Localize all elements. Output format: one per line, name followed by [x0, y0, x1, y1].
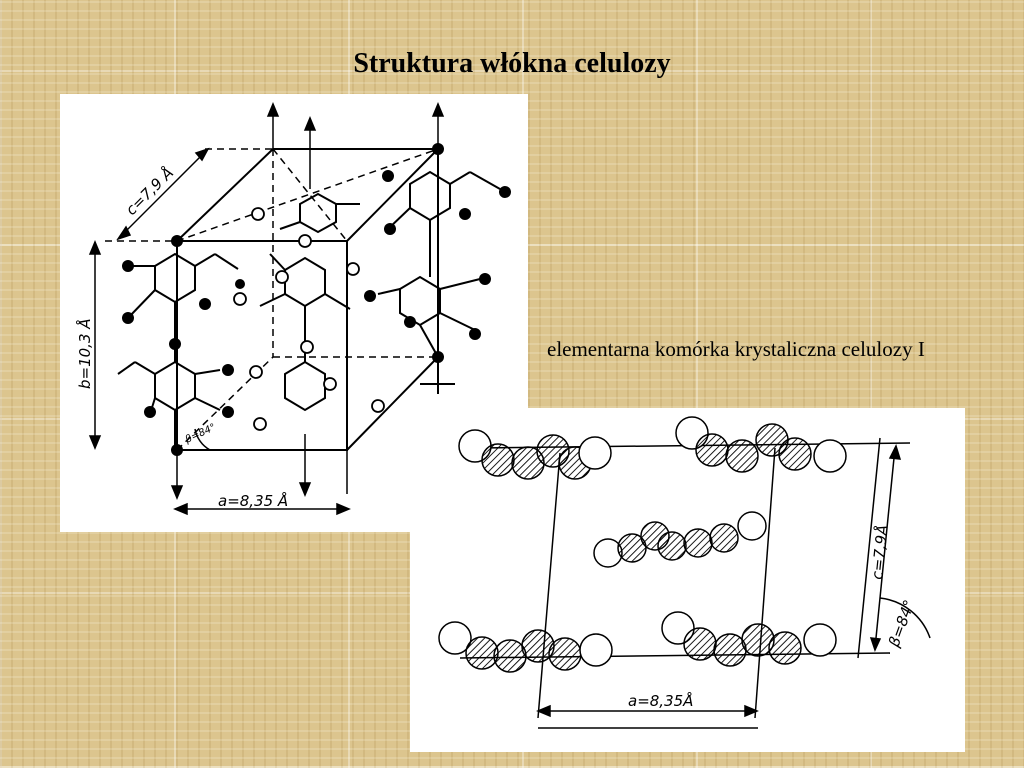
chain-center	[593, 511, 767, 568]
chain-top-right	[675, 416, 847, 473]
chain-top-left	[458, 429, 612, 480]
projection-dimension-a-label: a=8,35Å	[628, 691, 693, 710]
unit-cell-diagram: c=7,9 Å b=10,3 Å a=8,35 Å β=84°	[60, 94, 528, 532]
cell-projection-diagram: c=7,9Å β=84° a=8,35Å	[410, 408, 965, 752]
figure-caption: elementarna komórka krystaliczna celuloz…	[547, 337, 925, 361]
oxygen-atoms-filled	[122, 143, 511, 456]
dimension-a-label: a=8,35 Å	[218, 491, 288, 510]
slide-title: Struktura włókna celulozy	[353, 48, 671, 79]
dimension-c-label: c=7,9 Å	[121, 163, 177, 219]
cell-projection-svg: c=7,9Å β=84° a=8,35Å	[438, 416, 931, 729]
chain-bottom-right	[661, 611, 837, 667]
chain-bottom-left	[438, 621, 613, 673]
oxygen-atoms-open	[233, 207, 385, 431]
unit-cell-svg: c=7,9 Å b=10,3 Å a=8,35 Å β=84°	[75, 102, 511, 516]
dimension-b-label: b=10,3 Å	[75, 318, 94, 389]
projection-angle-beta-label: β=84°	[885, 597, 919, 650]
